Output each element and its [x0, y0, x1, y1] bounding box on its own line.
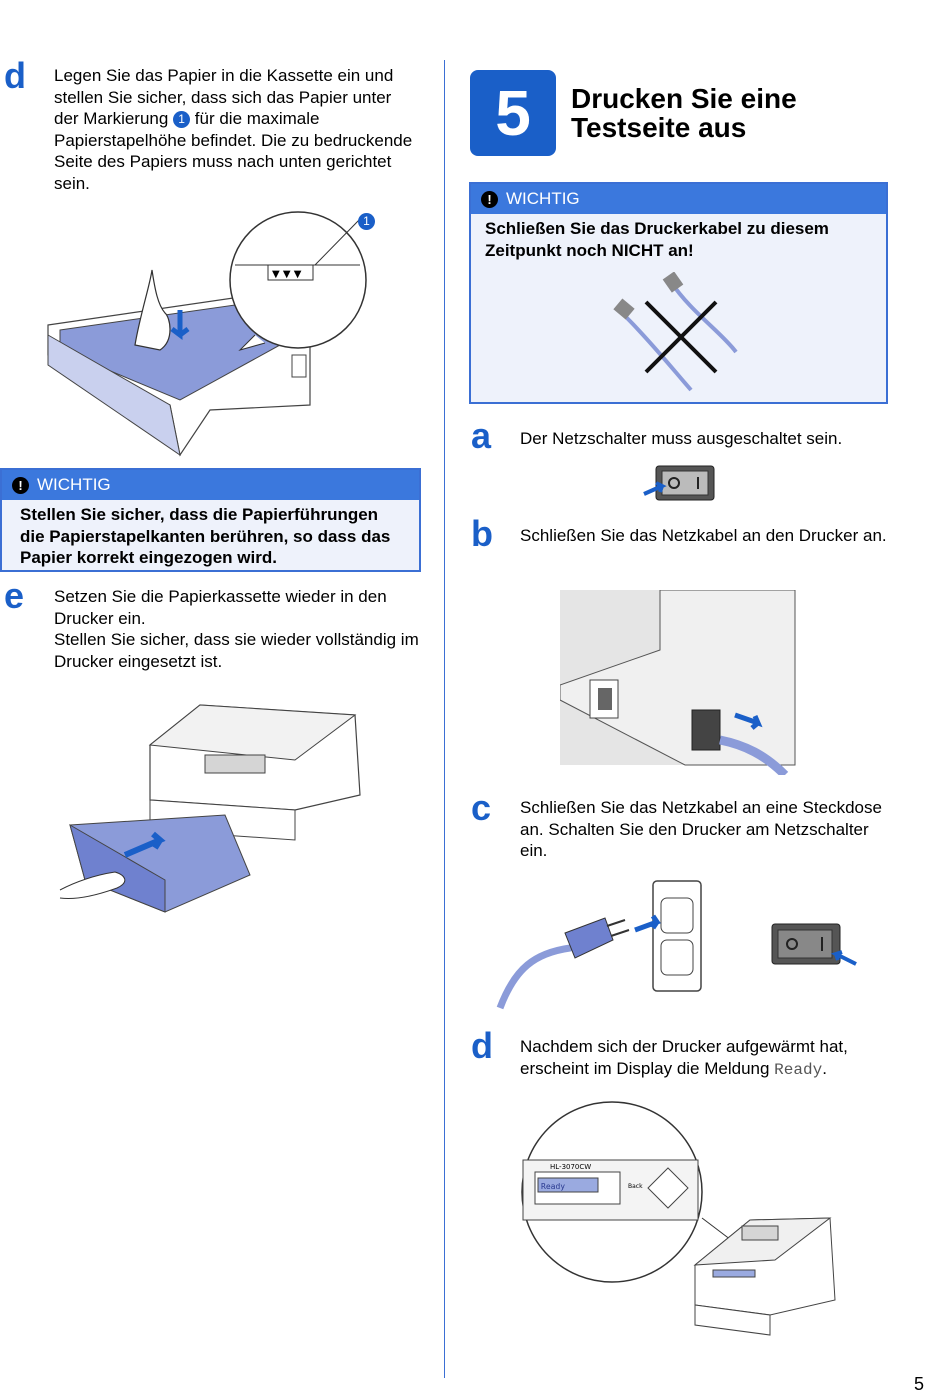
- step-d-right-end: .: [822, 1058, 827, 1078]
- wall-outlet-plug-illustration: [496, 880, 702, 1010]
- important-header: ! WICHTIG: [2, 470, 419, 500]
- step-a-instruction: Der Netzschalter muss ausgeschaltet sein…: [520, 429, 843, 448]
- page-number: 5: [914, 1374, 925, 1394]
- power-cord-printer-illustration: [560, 590, 796, 775]
- section-title-line2: Testseite aus: [571, 112, 747, 143]
- panel-model: HL-3070CW: [550, 1163, 591, 1171]
- section-number-badge: 5: [470, 70, 556, 156]
- step-letter-c: c: [471, 787, 492, 828]
- important-header: ! WICHTIG: [471, 184, 886, 214]
- step-letter-a: a: [471, 415, 492, 456]
- marker-badge: 1: [358, 213, 375, 231]
- power-switch-on-icon: [771, 923, 857, 966]
- step-d-text-after: für die maximale Papierstapelhöhe befind…: [54, 109, 413, 193]
- important-label: WICHTIG: [506, 189, 580, 208]
- exclamation-icon: !: [481, 190, 498, 208]
- illustration-marker: 1: [358, 213, 375, 231]
- cable-crossed-icon: [613, 272, 738, 392]
- step-d-text-before: Legen Sie das Papier in die Kassette ein…: [54, 66, 394, 128]
- step-b-instruction: Schließen Sie das Netzkabel an den Druck…: [520, 526, 887, 545]
- printer-insert-tray-illustration: [59, 704, 361, 913]
- svg-text:▼ ▼ ▼: ▼ ▼ ▼: [272, 269, 302, 280]
- marker-badge: 1: [173, 111, 191, 129]
- step-letter-e: e: [4, 575, 25, 616]
- column-divider: [444, 60, 445, 1378]
- important-box-left: ! WICHTIG Stellen Sie sicher, dass die P…: [0, 468, 421, 572]
- step-c-instruction: Schließen Sie das Netzkabel an eine Stec…: [520, 798, 882, 860]
- section-title: Drucken Sie eine Testseite aus: [571, 84, 797, 142]
- power-switch-off-icon: [643, 465, 715, 501]
- step-letter-b: b: [471, 513, 493, 554]
- step-d-right-instruction: Nachdem sich der Drucker aufgewärmt hat,…: [520, 1036, 890, 1081]
- step-d-right-text: Nachdem sich der Drucker aufgewärmt hat,…: [520, 1037, 848, 1078]
- ready-message: Ready: [774, 1060, 823, 1079]
- panel-display-text: Ready: [541, 1182, 565, 1191]
- important-box-right: ! WICHTIG Schließen Sie das Druckerkabel…: [469, 182, 888, 404]
- exclamation-icon: !: [12, 476, 29, 494]
- section-title-line1: Drucken Sie eine: [571, 83, 797, 114]
- important-text: Stellen Sie sicher, dass die Papierführu…: [20, 505, 391, 567]
- step-e-line1: Setzen Sie die Papierkassette wieder in …: [54, 587, 387, 628]
- step-e-line2: Stellen Sie sicher, dass sie wieder voll…: [54, 630, 419, 671]
- step-d-instruction: Legen Sie das Papier in die Kassette ein…: [54, 65, 419, 194]
- important-text: Schließen Sie das Druckerkabel zu diesem…: [485, 219, 829, 260]
- step-letter-d-left: d: [4, 55, 26, 96]
- paper-tray-illustration: ▼ ▼ ▼: [47, 211, 367, 457]
- panel-back-label: Back: [628, 1183, 643, 1190]
- step-letter-d-right: d: [471, 1025, 493, 1066]
- printer-panel-illustration: HL-3070CW Ready Back: [521, 1101, 836, 1336]
- step-e-instruction: Setzen Sie die Papierkassette wieder in …: [54, 586, 419, 672]
- important-label: WICHTIG: [37, 475, 111, 494]
